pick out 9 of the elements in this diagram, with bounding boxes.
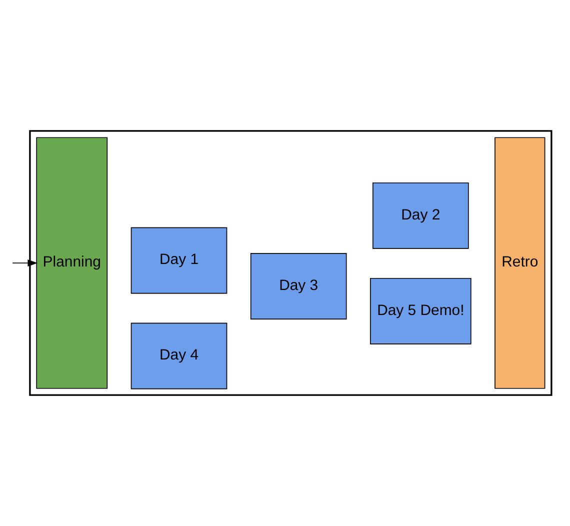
node-box: Retro <box>494 137 546 389</box>
node-box: Day 1 <box>130 227 228 294</box>
node-box: Day 3 <box>250 253 347 320</box>
node-box: Day 2 <box>372 182 469 249</box>
cluster <box>29 130 552 396</box>
node-box: Day 4 <box>130 322 228 390</box>
node-box: Planning <box>36 137 108 389</box>
arrow <box>12 260 38 266</box>
node-box: Day 5 Demo! <box>370 278 472 344</box>
